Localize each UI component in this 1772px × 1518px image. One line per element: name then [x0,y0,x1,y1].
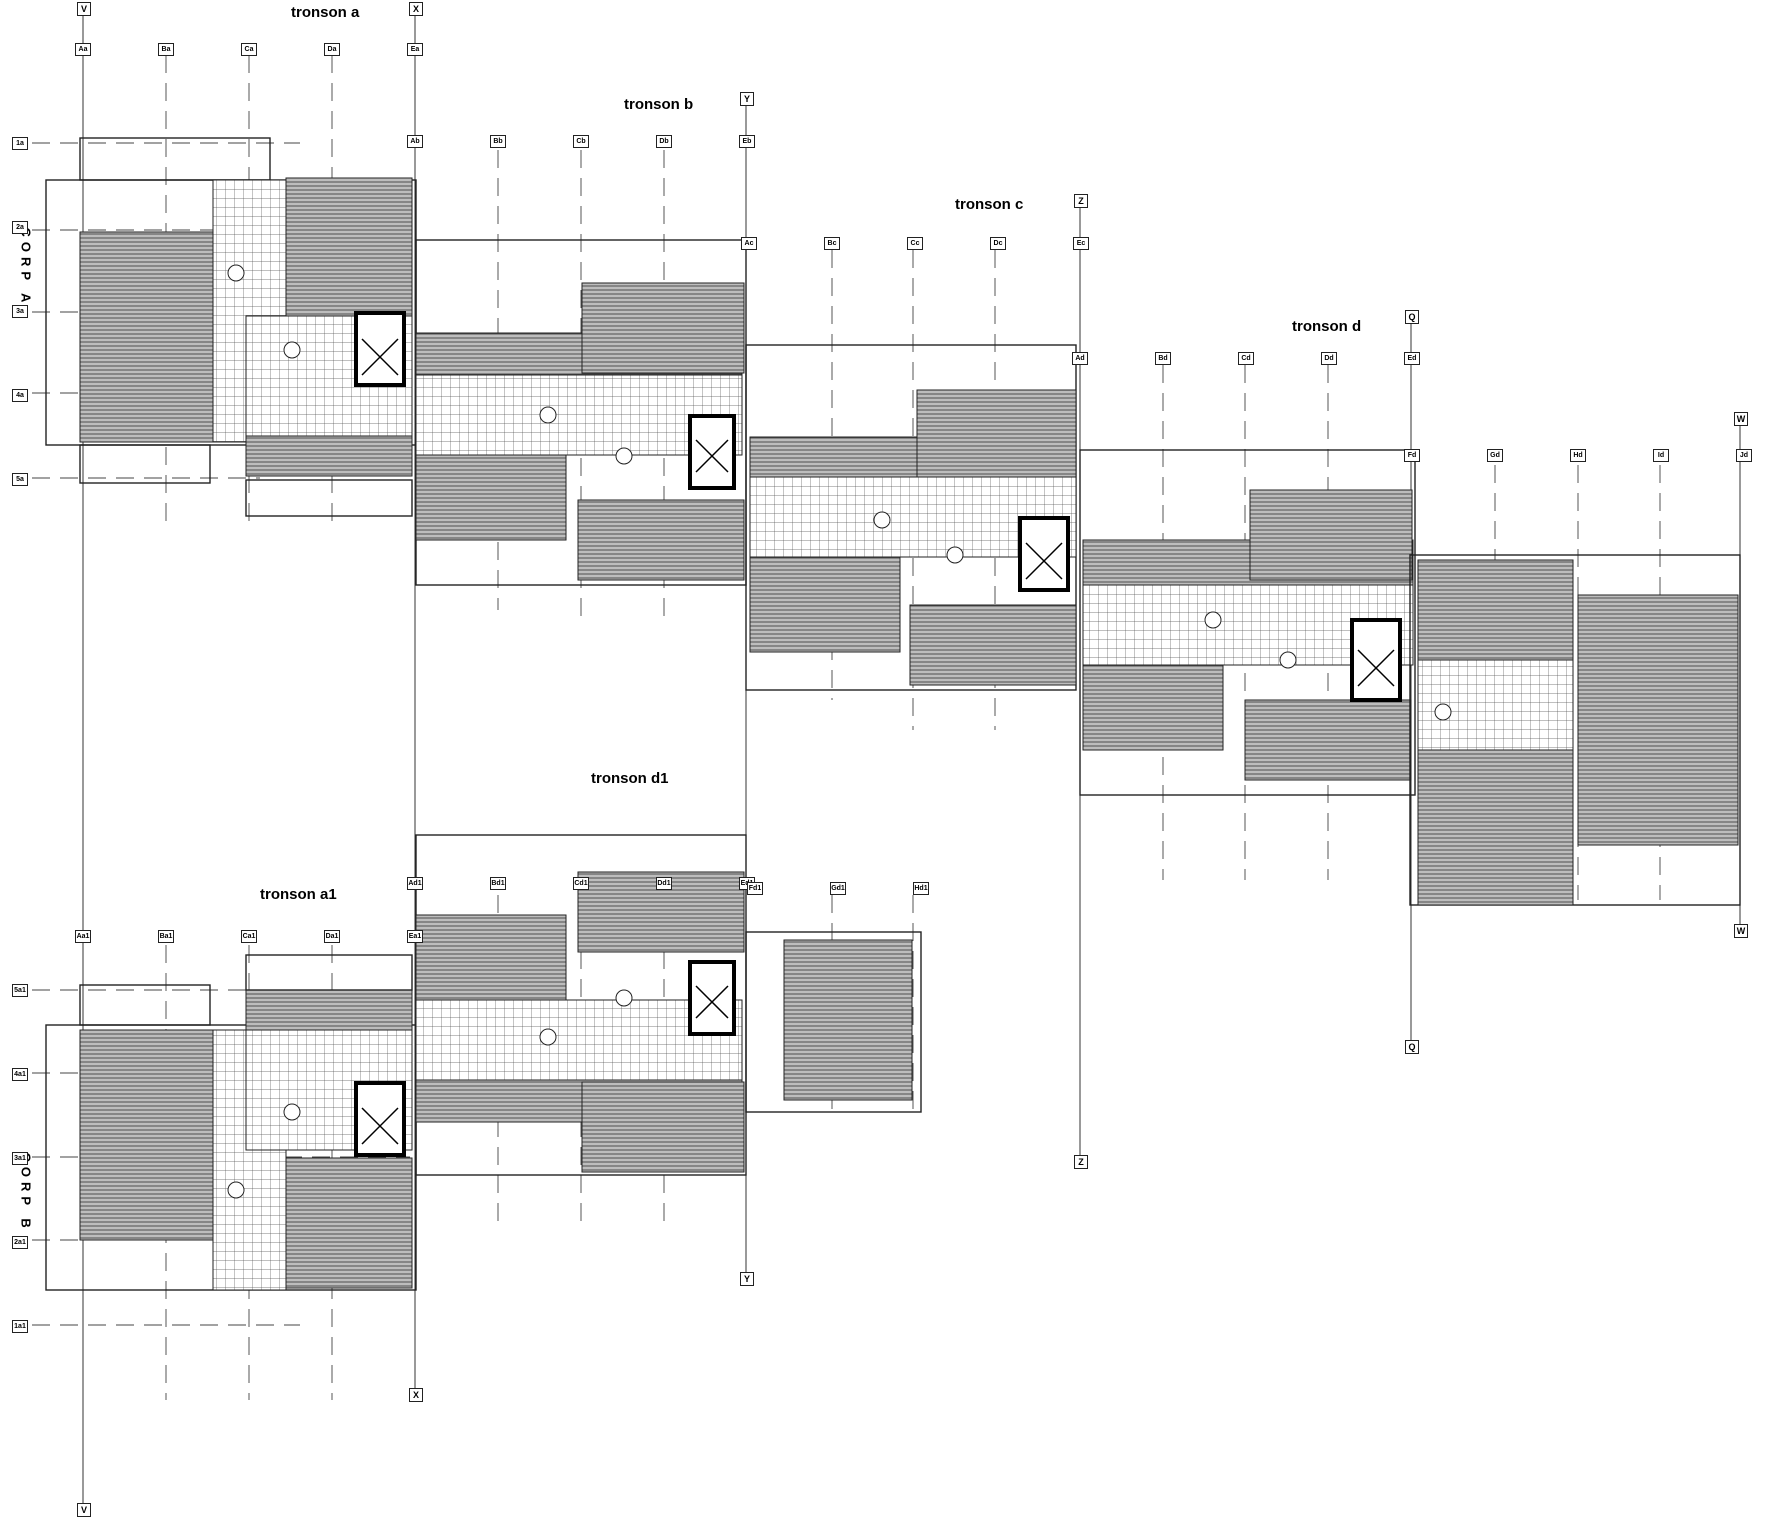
grid-tag: Dd1 [656,877,672,890]
grid-tag: Dc [990,237,1006,250]
grid-tag: Fd [1404,449,1420,462]
grid-tag: Hd [1570,449,1586,462]
grid-tag: 2a1 [12,1236,28,1249]
block-tronson-c [745,344,1077,691]
grid-tag: Eb [739,135,755,148]
block-tronson-b [415,239,747,586]
grid-tag: Jd [1736,449,1752,462]
label-tronson-d1: tronson d1 [591,770,669,787]
axis-tag-w-top: W [1734,412,1748,426]
grid-tag: 4a1 [12,1068,28,1081]
label-tronson-a1: tronson a1 [260,886,337,903]
grid-tag: Da1 [324,930,340,943]
grid-tag: Cb [573,135,589,148]
grid-tag: Ad [1072,352,1088,365]
grid-tag: Aa1 [75,930,91,943]
axis-tag-y-top: Y [740,92,754,106]
label-tronson-a: tronson a [291,4,360,21]
grid-tag: 3a1 [12,1152,28,1165]
grid-tag: Cc [907,237,923,250]
grid-tag: 4a [12,389,28,402]
grid-tag: Ca1 [241,930,257,943]
label-tronson-d: tronson d [1292,318,1362,335]
grid-tag: Ad1 [407,877,423,890]
grid-tag: Ba [158,43,174,56]
axis-tag-w-bottom: W [1734,924,1748,938]
block-tronson-a [45,137,417,517]
axis-tag-v-top: V [77,2,91,16]
block-tronson-d [1079,449,1741,906]
grid-tag: Dd [1321,352,1337,365]
axis-tag-x-top: X [409,2,423,16]
axis-tag-q-top: Q [1405,310,1419,324]
grid-tag: Gd [1487,449,1503,462]
grid-tag: 5a1 [12,984,28,997]
axis-tag-z-bottom: Z [1074,1155,1088,1169]
grid-tag: 1a [12,137,28,150]
label-tronson-c: tronson c [955,196,1024,213]
grid-tag: Ac [741,237,757,250]
grid-tag: 2a [12,221,28,234]
axis-tag-v-bottom: V [77,1503,91,1517]
axis-tag-q-bottom: Q [1405,1040,1419,1054]
grid-tag: Ab [407,135,423,148]
grid-tag: 5a [12,473,28,486]
grid-tag: Ec [1073,237,1089,250]
grid-tag: Bd1 [490,877,506,890]
grid-tag: Bb [490,135,506,148]
axis-tag-z-top: Z [1074,194,1088,208]
grid-tag: Ea [407,43,423,56]
grid-tag: Gd1 [830,882,846,895]
grid-tag: Aa [75,43,91,56]
grid-tag: Ca [241,43,257,56]
label-corp-a: CORP A [18,227,34,308]
grid-tag: Ba1 [158,930,174,943]
grid-tag: Bc [824,237,840,250]
grid-tag: Id [1653,449,1669,462]
block-tronson-d1 [415,834,922,1176]
grid-tag: Da [324,43,340,56]
axis-tag-x-bottom: X [409,1388,423,1402]
label-tronson-b: tronson b [624,96,694,113]
grid-tag: 1a1 [12,1320,28,1333]
grid-tag: Ed [1404,352,1420,365]
grid-tag: Cd1 [573,877,589,890]
grid-tag: Hd1 [913,882,929,895]
grid-tag: Cd [1238,352,1254,365]
grid-tag: Fd1 [747,882,763,895]
grid-tag: 3a [12,305,28,318]
block-tronson-a1 [45,954,417,1291]
grid-tag: Ea1 [407,930,423,943]
grid-tag: Db [656,135,672,148]
axis-tag-y-bottom: Y [740,1272,754,1286]
grid-tag: Bd [1155,352,1171,365]
